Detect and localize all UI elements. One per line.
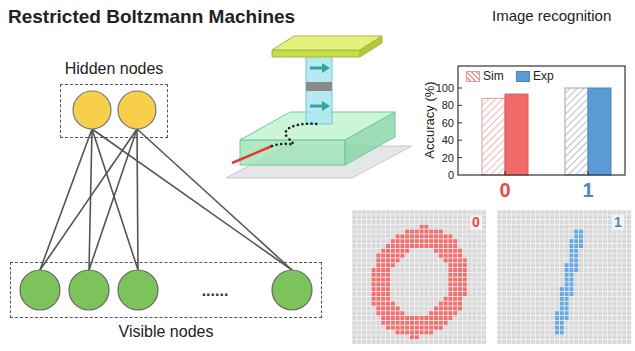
bar-chart: [458, 66, 625, 175]
layer-label: Visible nodes: [119, 323, 214, 341]
chart-label: Accuracy (%): [423, 81, 437, 158]
axis-tick: 40: [442, 134, 454, 146]
title: Restricted Boltzmann Machines: [8, 6, 295, 28]
legend-swatch: [466, 71, 480, 82]
axis-tick: 0: [448, 169, 454, 181]
layer-label: Hidden nodes: [65, 60, 164, 78]
visible-unit: [20, 270, 312, 310]
axis-tick: 80: [442, 99, 454, 111]
layer-box: Visible nodes: [10, 262, 322, 318]
category-label: 0: [499, 179, 510, 201]
layer-box: Hidden nodes: [60, 84, 168, 138]
digit-tag: 1: [612, 215, 624, 230]
legend-swatch: [516, 71, 530, 82]
pixel-digit-images: [352, 210, 631, 344]
axis-tick: 100: [436, 82, 454, 94]
axis-tick: 20: [442, 152, 454, 164]
category-label: 1: [582, 179, 593, 201]
digit-tag: 0: [470, 215, 482, 230]
chart-label: Image recognition: [492, 8, 611, 25]
axis-tick: 60: [442, 117, 454, 129]
legend-text: Exp: [533, 69, 554, 83]
ellipsis: ......: [202, 282, 229, 300]
device-illustration: [226, 36, 412, 178]
legend-text: Sim: [483, 69, 504, 83]
hidden-unit: [73, 91, 156, 129]
